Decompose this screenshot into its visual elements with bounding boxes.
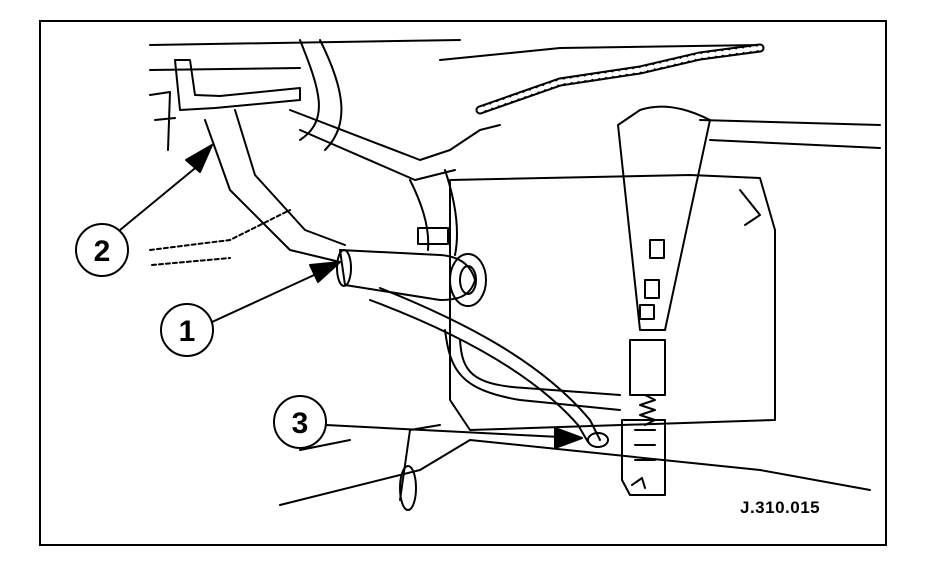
hose-clamp bbox=[337, 250, 351, 286]
retaining-strap bbox=[618, 107, 710, 330]
thin-hose bbox=[380, 288, 600, 440]
lower-panel bbox=[280, 440, 870, 505]
drain-slot bbox=[400, 466, 416, 510]
figure-frame bbox=[39, 20, 887, 546]
figure-reference-code: J.310.015 bbox=[740, 498, 821, 517]
hose-outlet-ring bbox=[450, 254, 486, 306]
callout-2-circle bbox=[76, 224, 128, 276]
callout-3-label: 3 bbox=[292, 407, 309, 440]
callout-3-arrow bbox=[555, 428, 582, 448]
callout-3-leader bbox=[326, 425, 560, 437]
callout-1-circle bbox=[161, 304, 213, 356]
hose-connector bbox=[588, 433, 608, 447]
left-bracket bbox=[175, 60, 300, 110]
wiring-harness bbox=[480, 48, 760, 110]
main-hose bbox=[340, 250, 475, 300]
coolant-tank bbox=[450, 175, 775, 430]
callout-2-arrow bbox=[186, 145, 212, 172]
lower-pipe bbox=[445, 330, 620, 410]
callout-3-circle bbox=[274, 396, 326, 448]
callout-1-arrow bbox=[310, 262, 340, 282]
callout-1-leader bbox=[212, 270, 325, 322]
callout-2-leader bbox=[120, 160, 205, 230]
callout-1-label: 1 bbox=[179, 315, 196, 348]
upper-hose bbox=[205, 120, 340, 262]
strap-clip bbox=[622, 420, 665, 495]
body-edge-right bbox=[700, 120, 880, 148]
callout-2-label: 2 bbox=[94, 235, 111, 268]
